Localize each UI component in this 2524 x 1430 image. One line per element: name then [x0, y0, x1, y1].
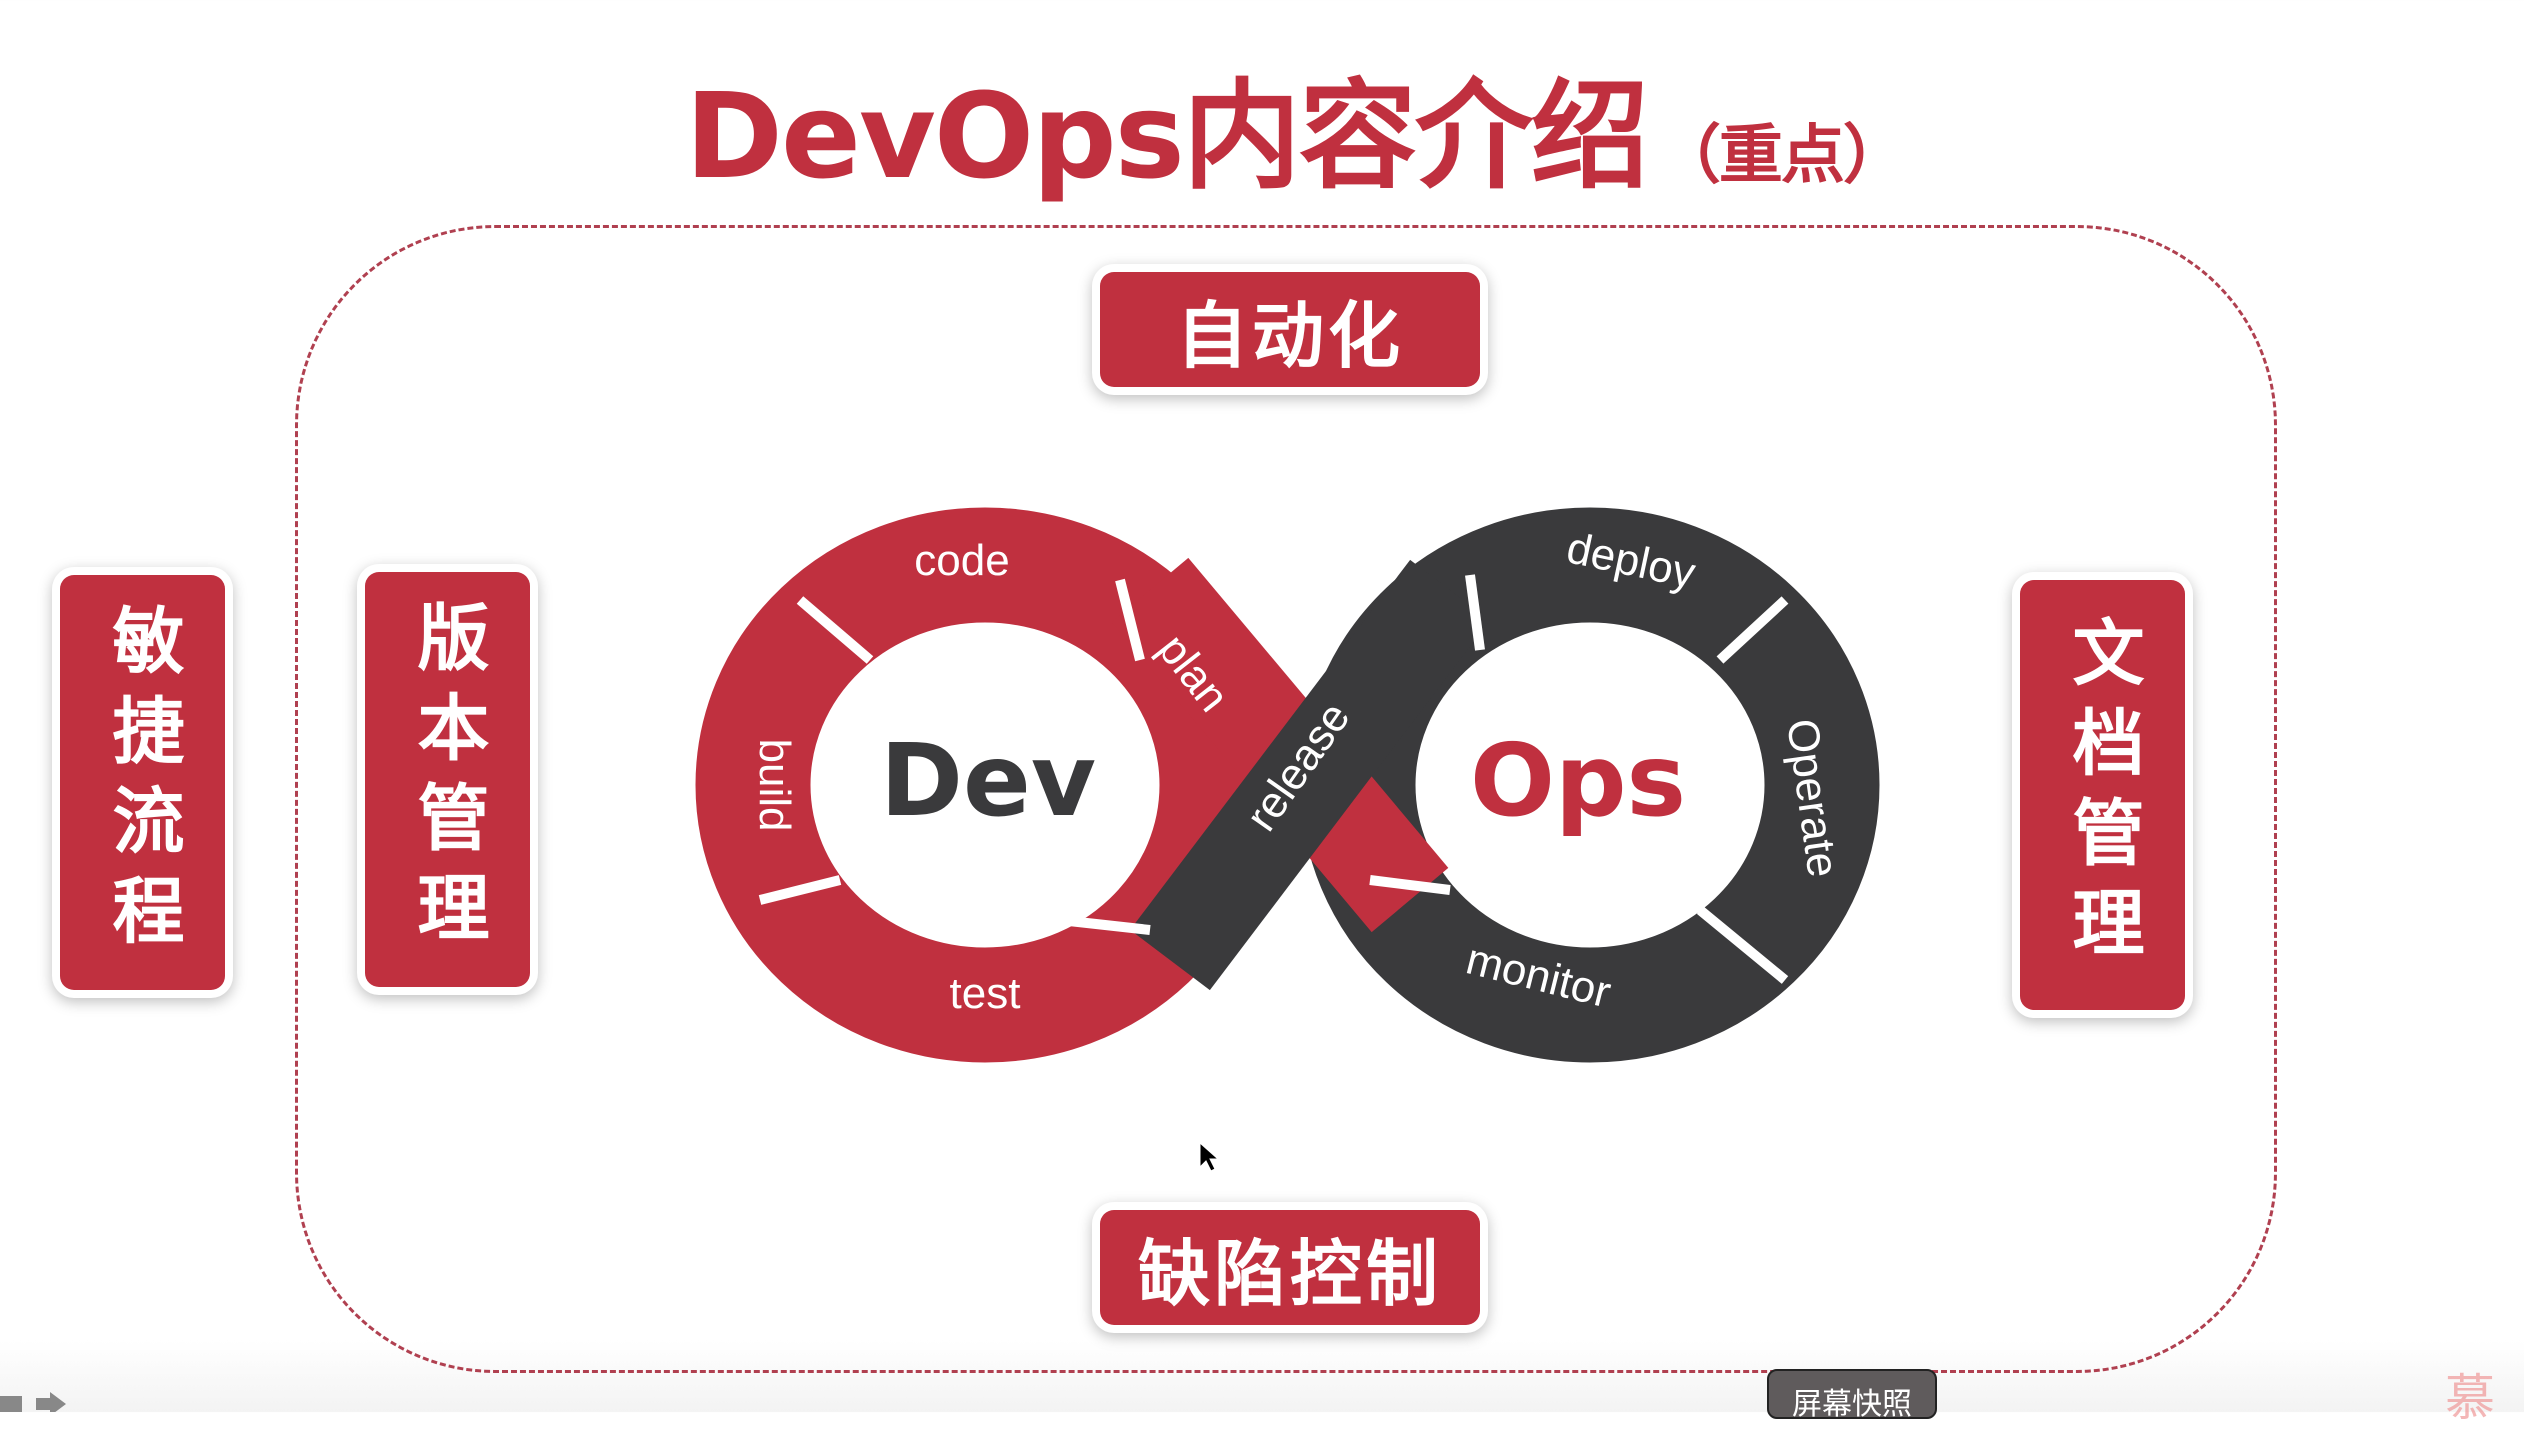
box-agile-process: 敏捷流程: [60, 575, 225, 990]
dev-ring: [695, 507, 1275, 1063]
dev-label: Dev: [880, 722, 1096, 839]
player-controls-icon[interactable]: [0, 1392, 66, 1412]
stage-test: test: [950, 969, 1021, 1018]
stage-build: build: [750, 739, 799, 832]
page-title: DevOps内容介绍（重点）: [685, 40, 1907, 211]
release-band: [1130, 559, 1490, 991]
box-defect-control: 缺陷控制: [1100, 1210, 1480, 1325]
segment-gaps: [758, 574, 1789, 984]
mouse-cursor-icon: [1199, 1141, 1220, 1172]
dashed-frame: [295, 225, 2277, 1373]
watermark-logo: 慕: [2445, 1369, 2495, 1427]
box-version-management: 版本管理: [365, 572, 530, 987]
title-main: DevOps内容介绍: [685, 67, 1649, 205]
box-document-management: 文档管理: [2020, 580, 2185, 1010]
stage-code: code: [914, 536, 1009, 585]
title-sub: （重点）: [1656, 119, 1907, 193]
ops-label: Ops: [1470, 722, 1686, 839]
box-automation: 自动化: [1100, 272, 1480, 387]
